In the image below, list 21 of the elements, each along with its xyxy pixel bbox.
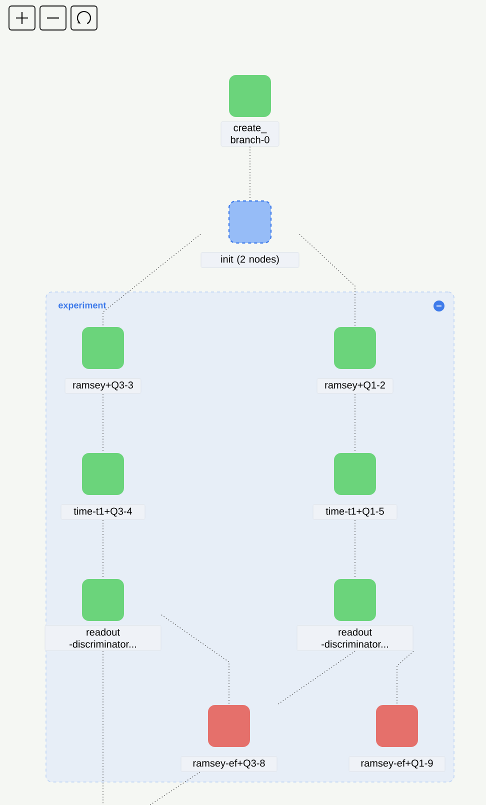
connector-line <box>277 650 356 705</box>
node-label: ramsey-ef+Q1-9 <box>348 756 446 772</box>
connector-line <box>161 614 230 705</box>
node-label: ramsey+Q3-3 <box>64 378 142 394</box>
node-label: time-t1+Q3-4 <box>60 504 146 520</box>
node-label: readout -discriminator... <box>44 625 162 651</box>
node-label: readout -discriminator... <box>296 625 414 651</box>
connector-line <box>102 520 104 579</box>
node-label: init (2 nodes) <box>200 252 300 268</box>
connector-line <box>102 394 104 453</box>
connector-line <box>354 520 356 579</box>
connector-line <box>102 650 104 805</box>
connector-line <box>150 772 200 805</box>
connector-line <box>299 234 356 327</box>
node-label: create_ branch-0 <box>220 121 280 147</box>
node-label: time-t1+Q1-5 <box>312 504 398 520</box>
connector-line <box>396 650 414 705</box>
connector-line <box>102 234 201 327</box>
node-label: ramsey-ef+Q3-8 <box>180 756 278 772</box>
connector-line <box>354 394 356 453</box>
node-label: ramsey+Q1-2 <box>316 378 394 394</box>
